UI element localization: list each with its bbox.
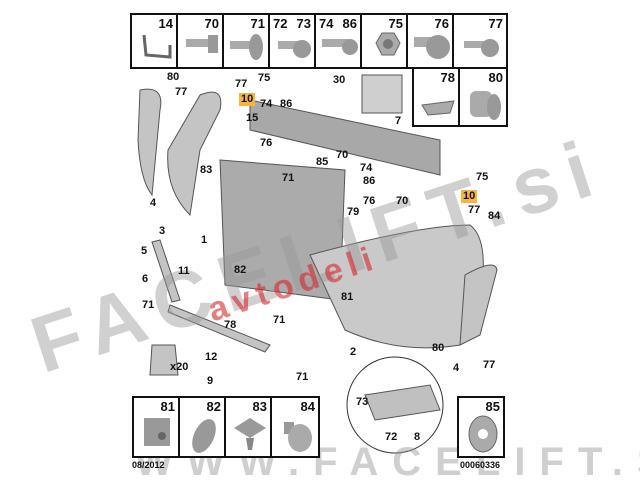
callout: 78 <box>224 319 237 331</box>
callout: 83 <box>200 164 213 176</box>
right-wheel-arch-trim <box>459 264 498 346</box>
callout: 73 <box>356 396 369 408</box>
screw-icon <box>278 40 311 58</box>
left-bumper-end <box>167 91 222 217</box>
callout: 15 <box>246 112 259 124</box>
part-box-82: 82 <box>178 396 226 458</box>
screw-icon <box>464 39 499 57</box>
callout: 4 <box>453 362 460 374</box>
bracket-icon <box>142 34 172 59</box>
push-clip-icon <box>192 419 216 453</box>
date-label: 08/2012 <box>132 460 165 470</box>
callout: 76 <box>363 195 376 207</box>
callout: 85 <box>316 156 329 168</box>
part-box-77: 77 <box>452 13 508 69</box>
callout: 70 <box>396 195 409 207</box>
star-washer-icon <box>468 415 498 453</box>
callout-highlighted: 10 <box>461 190 478 203</box>
hex-bolt-icon <box>186 35 218 53</box>
callout: 71 <box>273 314 286 326</box>
callout: 5 <box>141 245 148 257</box>
reinforcement-beam <box>249 99 441 176</box>
callout: 75 <box>258 72 271 84</box>
callout: 74 <box>360 162 373 174</box>
callout: 80 <box>432 342 445 354</box>
part-box-75: 75 <box>360 13 408 69</box>
callout: 80 <box>167 71 180 83</box>
part-box-14: 14 <box>130 13 178 69</box>
callout: 75 <box>476 171 489 183</box>
callout-quantity: x20 <box>170 361 189 373</box>
bracket-30 <box>361 74 403 114</box>
callout: 77 <box>235 78 248 90</box>
callout: 71 <box>142 299 155 311</box>
washer-screw-icon <box>414 35 450 59</box>
callout: 30 <box>333 74 346 86</box>
callout: 77 <box>483 359 496 371</box>
part-box-85: 85 <box>457 396 505 458</box>
side-strip <box>151 239 181 303</box>
rivet-nut-icon <box>470 91 501 120</box>
callout: 4 <box>150 197 157 209</box>
callout: 71 <box>282 172 295 184</box>
callout: 77 <box>175 86 188 98</box>
callout: 79 <box>347 206 360 218</box>
callout: 11 <box>178 265 190 277</box>
callout: 77 <box>468 204 481 216</box>
left-wheel-arch-trim <box>137 88 162 197</box>
callout: 9 <box>207 375 214 387</box>
hex-nut-icon <box>375 32 401 56</box>
reference-number: 00060336 <box>460 460 501 470</box>
part-box-71: 71 <box>222 13 270 69</box>
callout: 7 <box>395 115 402 127</box>
plastic-rivet-icon <box>284 422 312 452</box>
part-box-76: 76 <box>406 13 454 69</box>
part-box-80: 80 <box>458 67 508 127</box>
callout: 81 <box>341 291 354 303</box>
square-nut-clip-icon <box>234 418 266 450</box>
clip-nut-icon <box>421 100 455 116</box>
callout: 71 <box>296 371 309 383</box>
part-box-70: 70 <box>176 13 224 69</box>
callout-highlighted: 10 <box>239 93 256 106</box>
bolt-icon <box>322 39 358 55</box>
callout: 8 <box>414 431 421 443</box>
callout: 1 <box>201 234 208 246</box>
callout: 74 <box>260 98 273 110</box>
callout: 6 <box>142 273 149 285</box>
part-box-84: 84 <box>270 396 320 458</box>
flange-bolt-icon <box>230 34 263 60</box>
clip-9 <box>149 344 179 376</box>
callout: 3 <box>159 225 166 237</box>
callout: 72 <box>385 431 398 443</box>
callout: 84 <box>488 210 501 222</box>
lower-strip <box>167 304 271 353</box>
callout: 70 <box>336 149 349 161</box>
callout: 2 <box>350 346 357 358</box>
callout: 82 <box>234 264 247 276</box>
front-bumper-cover <box>309 224 484 349</box>
callout: 86 <box>363 175 376 187</box>
part-box-81: 81 <box>132 396 180 458</box>
callout: 12 <box>205 351 218 363</box>
callout: 86 <box>280 98 293 110</box>
part-box-83: 83 <box>224 396 272 458</box>
square-clip-icon <box>144 418 170 446</box>
part-box-78: 78 <box>412 67 460 127</box>
callout: 76 <box>260 137 273 149</box>
